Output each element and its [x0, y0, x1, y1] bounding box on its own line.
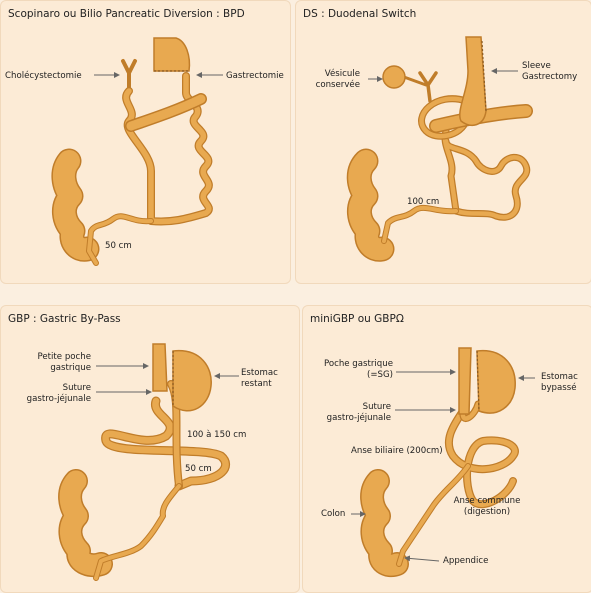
label-distance-2: 50 cm — [185, 464, 212, 474]
label-estomac-1: Estomac — [541, 372, 578, 382]
label-anse-commune-1: Anse commune — [453, 496, 521, 506]
panel-title: miniGBP ou GBPΩ — [310, 313, 404, 325]
remnant-stomach — [172, 350, 212, 412]
label-estomac-2: bypassé — [541, 383, 577, 393]
label-poche-1: Poche gastrique — [323, 359, 393, 369]
bpd-illustration — [51, 37, 223, 266]
panel-title: Scopinaro ou Bilio Pancreatic Diversion … — [8, 8, 245, 20]
minigbp-illustration — [351, 347, 535, 578]
label-suture-2: gastro-jéjunale — [26, 394, 91, 404]
label-cholecystectomie: Cholécystectomie — [5, 71, 82, 81]
panel-minigbp: miniGBP ou GBPΩ Poche gastrique (=SG) S — [302, 305, 591, 593]
gallbladder — [382, 65, 406, 89]
label-poche-1: Petite poche — [37, 352, 91, 362]
gastric-pouch — [152, 343, 168, 392]
ds-illustration — [346, 36, 533, 262]
bile-duct — [121, 59, 137, 93]
label-anse-commune-2: (digestion) — [463, 507, 511, 517]
label-distance: 50 cm — [105, 241, 132, 251]
panel-bpd: Scopinaro ou Bilio Pancreatic Diversion … — [0, 0, 291, 284]
label-suture-2: gastro-jéjunale — [326, 413, 391, 423]
label-anse-biliaire: Anse biliaire (200cm) — [351, 446, 443, 456]
panel-ds: DS : Duodenal Switch Vé — [295, 0, 591, 284]
label-estomac-1: Estomac — [241, 368, 278, 378]
label-poche-2: gastrique — [50, 363, 91, 373]
label-vesicule-1: Vésicule — [324, 69, 360, 79]
label-suture-1: Suture — [362, 402, 391, 412]
bypassed-stomach — [476, 350, 516, 414]
label-colon: Colon — [321, 509, 346, 519]
gastric-remnant — [153, 37, 191, 72]
label-suture-1: Suture — [62, 383, 91, 393]
label-estomac-2: restant — [241, 379, 272, 389]
label-distance: 100 cm — [407, 197, 440, 207]
gbp-illustration — [58, 343, 239, 581]
sleeve-stomach — [459, 36, 487, 127]
label-sleeve-1: Sleeve — [522, 61, 551, 71]
panel-gbp: GBP : Gastric By-Pass Petite poche gastr… — [0, 305, 300, 593]
panel-title: DS : Duodenal Switch — [303, 8, 417, 20]
label-gastrectomie: Gastrectomie — [226, 71, 284, 81]
gastric-pouch — [458, 347, 472, 415]
label-vesicule-2: conservée — [315, 80, 360, 90]
label-appendice: Appendice — [443, 556, 489, 566]
label-poche-2: (=SG) — [366, 370, 393, 380]
label-sleeve-2: Gastrectomy — [522, 72, 578, 82]
label-distance-1: 100 à 150 cm — [187, 430, 247, 440]
panel-title: GBP : Gastric By-Pass — [8, 313, 121, 325]
